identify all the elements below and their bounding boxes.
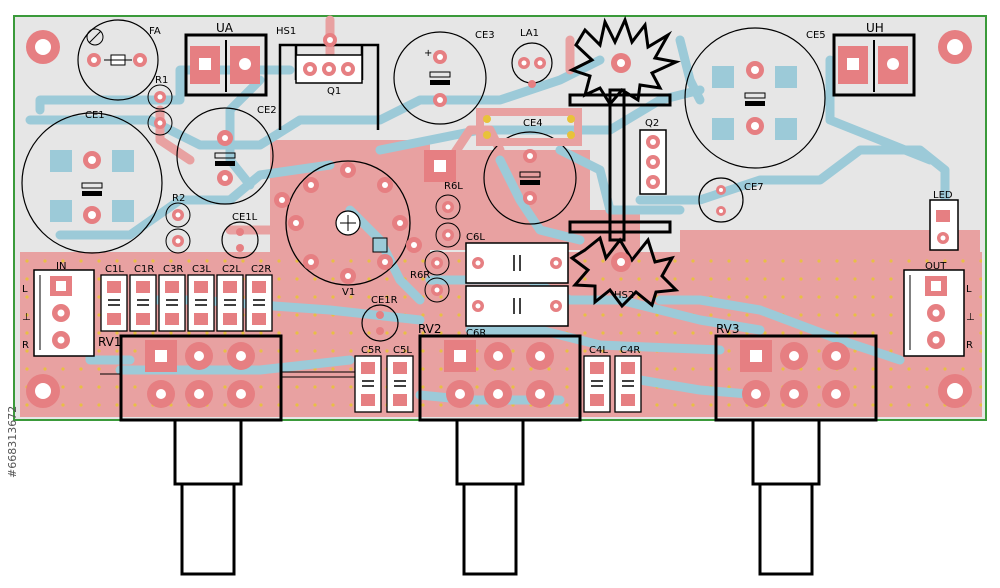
label-c3r: C3R <box>163 264 183 275</box>
label-ce4: CE4 <box>523 118 543 129</box>
label-out-r: R <box>966 340 973 351</box>
hs2-pads <box>611 53 631 272</box>
label-ce3: CE3 <box>475 30 495 41</box>
label-in-l: L <box>22 284 28 295</box>
label-ce5: CE5 <box>806 30 826 41</box>
capacitor-ce1r <box>361 304 399 342</box>
ce4-frame <box>476 108 582 146</box>
label-ce1r: CE1R <box>371 295 398 306</box>
signal-traces <box>100 371 355 378</box>
label-c4l: C4L <box>589 345 608 356</box>
label-led: LED <box>933 190 953 201</box>
lamp-la1 <box>511 42 553 88</box>
capacitor-ce3: + <box>393 31 487 125</box>
resistor-r6r <box>424 250 450 303</box>
label-r6r: R6R <box>410 270 430 281</box>
label-in-r: R <box>22 340 29 351</box>
stock-id-text: #668313672 <box>6 405 19 478</box>
label-c6l: C6L <box>466 232 485 243</box>
label-fa: FA <box>149 26 161 37</box>
led <box>929 199 959 251</box>
label-hs2: HS2 <box>614 290 634 301</box>
label-out: OUT <box>925 261 947 272</box>
label-c4r: C4R <box>620 345 640 356</box>
label-out-l: L <box>966 284 972 295</box>
potentiometer-rv2 <box>418 334 582 576</box>
small-capacitors-pads <box>107 281 266 325</box>
label-la1: LA1 <box>520 28 539 39</box>
connector-ua <box>184 33 268 97</box>
capacitor-ce1 <box>21 112 163 254</box>
capacitor-ce1l <box>221 221 259 259</box>
label-in: IN <box>56 261 66 272</box>
stock-watermark-id: #668313672 <box>4 352 20 552</box>
label-ce1: CE1 <box>85 110 105 121</box>
label-c1l: C1L <box>105 264 124 275</box>
capacitors-c4-pads <box>590 362 635 406</box>
label-rv1: RV1 <box>98 335 122 349</box>
label-rv3: RV3 <box>716 322 740 336</box>
capacitor-c6l <box>465 242 569 284</box>
capacitor-c6r <box>465 285 569 327</box>
fuse-fa <box>77 19 159 101</box>
label-c5r: C5R <box>361 345 381 356</box>
capacitor-ce4 <box>483 131 577 225</box>
capacitors-c5-pads <box>361 362 407 406</box>
resistor-r1 <box>147 84 173 136</box>
label-ce1l: CE1L <box>232 212 258 223</box>
label-c2r: C2R <box>251 264 271 275</box>
resistor-r2 <box>165 202 191 254</box>
label-r6l: R6L <box>444 181 463 192</box>
label-out-gnd: ⊥ <box>966 312 975 323</box>
label-in-gnd: ⊥ <box>22 312 31 323</box>
label-ua: UA <box>216 21 234 35</box>
label-c3l: C3L <box>192 264 211 275</box>
label-q1: Q1 <box>327 86 341 97</box>
capacitor-ce5 <box>684 27 826 169</box>
tube-v1 <box>274 160 422 286</box>
mounting-holes <box>26 30 972 408</box>
label-c2l: C2L <box>222 264 241 275</box>
transistor-q1 <box>295 33 363 84</box>
capacitor-ce7 <box>698 177 744 223</box>
connector-in <box>33 269 95 357</box>
label-v1: V1 <box>342 287 355 298</box>
capacitors-c5-symbols <box>362 380 406 387</box>
label-c1r: C1R <box>134 264 154 275</box>
transistor-q2 <box>639 129 667 195</box>
label-hs1: HS1 <box>276 26 296 37</box>
label-ce2: CE2 <box>257 105 277 116</box>
pad-r6l-square <box>424 150 456 182</box>
label-rv2: RV2 <box>418 322 442 336</box>
label-c5l: C5L <box>393 345 412 356</box>
potentiometer-rv1 <box>119 334 283 576</box>
capacitors-c4-symbols <box>591 380 634 387</box>
label-ce7: CE7 <box>744 182 764 193</box>
label-q2: Q2 <box>645 118 659 129</box>
resistor-r6l <box>435 194 461 248</box>
capacitor-ce2 <box>176 107 274 205</box>
label-uh: UH <box>866 21 884 35</box>
connector-uh <box>832 33 916 97</box>
heatsink-hs2 <box>568 15 681 309</box>
label-r1: R1 <box>155 75 168 86</box>
label-r2: R2 <box>172 193 185 204</box>
label-c6r: C6R <box>466 328 486 339</box>
connector-out <box>903 269 965 357</box>
small-capacitors-symbols <box>108 299 265 306</box>
potentiometer-rv3 <box>714 334 878 576</box>
svg-text:+: + <box>424 48 432 59</box>
